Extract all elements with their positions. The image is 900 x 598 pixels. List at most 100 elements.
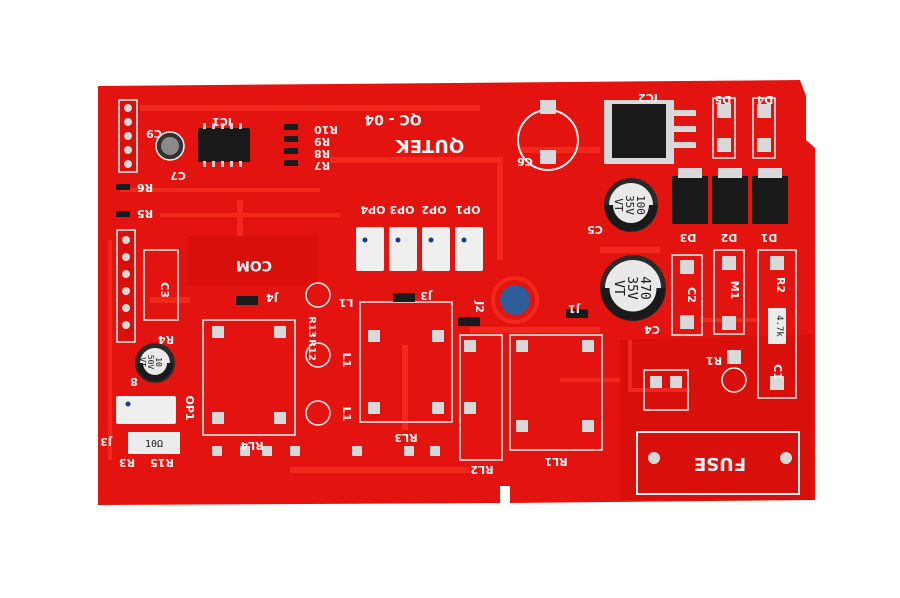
resistor-r2 <box>757 249 797 399</box>
label-l1-middle: L1 <box>340 353 353 368</box>
resistor-r15-10ohm <box>128 432 180 454</box>
label-m1: M1 <box>728 281 741 300</box>
optocoupler-op4 <box>356 227 384 271</box>
label-r13: R13 <box>306 316 317 338</box>
svg-text:VT: VT <box>138 357 147 367</box>
label-d2: D2 <box>721 231 738 244</box>
label-r15: R15 <box>150 456 174 469</box>
diode-d3 <box>672 168 708 224</box>
relay-rl4 <box>202 319 296 436</box>
svg-text:VT: VT <box>611 280 626 296</box>
label-c7: C7 <box>170 169 186 182</box>
label-r9: R9 <box>314 135 330 148</box>
label-8: 8 <box>130 375 138 388</box>
svg-text:VT: VT <box>612 198 625 212</box>
label-d1: D1 <box>761 231 778 244</box>
optocoupler-op2 <box>422 227 450 271</box>
diode-j1 <box>566 309 588 318</box>
label-j4: J4 <box>266 291 279 304</box>
label-r3: R3 <box>119 456 135 469</box>
svg-text:35V: 35V <box>624 276 639 300</box>
svg-text:35V: 35V <box>623 195 636 215</box>
label-fuse: FUSE <box>694 453 746 474</box>
inductor-l1-middle <box>305 342 331 368</box>
capacitor-c6-footprint <box>517 100 579 171</box>
smd-resistors-r7-r10 <box>284 124 298 166</box>
label-op3: OP3 <box>389 203 414 216</box>
optocoupler-op1 <box>455 227 483 271</box>
label-l1-bottom: L1 <box>340 407 353 422</box>
label-r4: R4 <box>158 333 174 346</box>
model-label: QC - 04 <box>364 111 421 127</box>
label-j2: J2 <box>473 300 486 313</box>
resistor-r15-print: 10Ω <box>145 439 163 450</box>
diode-d1 <box>752 168 788 224</box>
pin-header-left-middle <box>116 229 136 343</box>
label-c5: C5 <box>587 223 603 236</box>
label-l1-top: L1 <box>339 296 354 309</box>
diode-j3 <box>393 293 415 302</box>
mounting-hole <box>491 276 539 324</box>
optocoupler-op3 <box>389 227 417 271</box>
label-r1: R1 <box>706 354 722 367</box>
smd-resistors-r5-r6 <box>116 184 130 217</box>
label-j3-bottom: J3 <box>100 435 113 448</box>
label-r6: R6 <box>137 181 153 194</box>
capacitor-c3-outline <box>143 249 179 321</box>
optocoupler-op1-bottom <box>116 396 176 424</box>
label-ic2: IC2 <box>638 91 658 104</box>
label-rl1: RL1 <box>544 455 567 468</box>
ic2-regulator <box>604 100 696 164</box>
label-d3: D3 <box>680 231 697 244</box>
silkscreen-labels: QUTEK QC - 04 IC1 IC2 C9 C7 C6 C5 C4 C3 … <box>100 91 787 476</box>
label-ic1: IC1 <box>212 115 232 128</box>
label-r10: R10 <box>314 123 338 136</box>
capacitor-c9 <box>155 131 185 161</box>
cap-470-print: 470 35V VT <box>611 276 652 300</box>
label-rl2: RL2 <box>470 463 493 476</box>
brand-label: QUTEK <box>395 135 464 156</box>
resistor-r2-print: 4.7k <box>774 315 784 337</box>
label-j1: J1 <box>568 302 581 315</box>
label-r5: R5 <box>137 207 153 220</box>
inductor-l1-bottom <box>305 400 331 426</box>
diode-d2 <box>712 168 748 224</box>
label-com: COM <box>236 257 272 273</box>
label-r12: R12 <box>306 339 317 361</box>
diode-d4-pads <box>752 97 776 159</box>
label-c1: C1 <box>771 364 784 380</box>
bottom-pad-row <box>212 446 440 456</box>
label-d5: D5 <box>715 93 732 106</box>
capacitor-c2-outline <box>671 254 703 336</box>
label-op1-bottom: OP1 <box>183 395 196 420</box>
pin-header-j-left-top <box>118 99 138 173</box>
ic1-chip <box>198 123 250 167</box>
inductor-l1-top <box>305 282 331 308</box>
label-d4: D4 <box>756 93 773 106</box>
copper-trace-top <box>140 105 660 473</box>
fuse-holder <box>636 431 800 495</box>
diode-j2 <box>458 317 480 326</box>
svg-text:10: 10 <box>154 357 163 367</box>
label-rl3: RL3 <box>394 431 417 444</box>
label-op2: OP2 <box>421 203 446 216</box>
label-c2: C2 <box>685 287 698 303</box>
label-r7: R7 <box>314 159 330 172</box>
svg-text:50V: 50V <box>146 355 155 370</box>
label-c3: C3 <box>158 282 171 298</box>
label-op4: OP4 <box>360 203 385 216</box>
label-r2: R2 <box>774 277 787 293</box>
label-op1: OP1 <box>455 203 480 216</box>
svg-text:470: 470 <box>637 276 652 299</box>
capacitor-c5-100uf <box>604 178 658 232</box>
capacitor-c4-470uf <box>600 255 666 321</box>
ground-plane-com <box>188 236 318 286</box>
svg-text:100: 100 <box>634 195 647 215</box>
cap-small-print: 10 50V VT <box>138 355 163 370</box>
relay-rl2 <box>459 334 503 461</box>
copper-trace-bottom <box>108 188 760 460</box>
label-r8: R8 <box>314 147 330 160</box>
relay-rl3 <box>359 301 453 423</box>
label-c4: C4 <box>644 323 660 336</box>
